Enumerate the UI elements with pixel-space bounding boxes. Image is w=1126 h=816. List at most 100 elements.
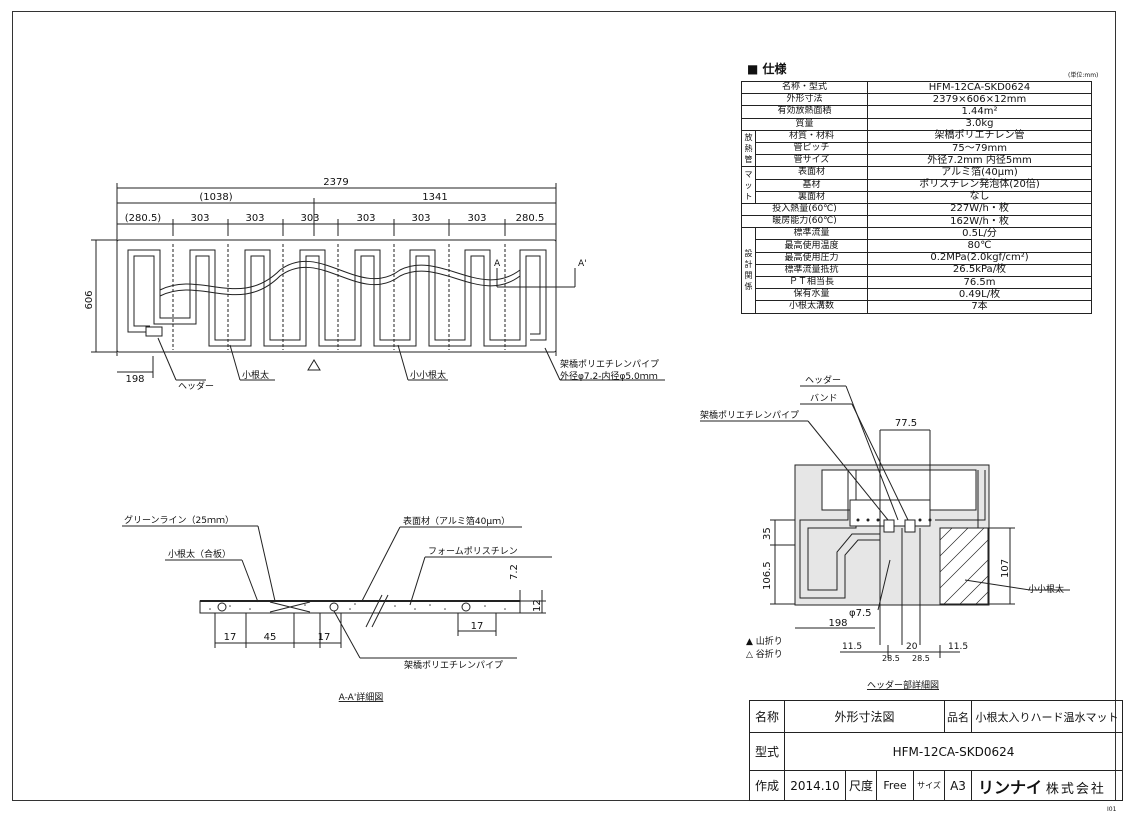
dim-11-5a: 11.5 — [842, 642, 862, 652]
dim-12: 12 — [532, 599, 543, 612]
segment-dim: 303 — [411, 213, 430, 224]
spec-label: 有効放熱面積 — [741, 105, 868, 119]
segment-dim: (280.5) — [125, 213, 162, 224]
spec-label: 裏面材 — [755, 190, 868, 204]
spec-label: 表面材 — [755, 166, 868, 180]
dim-106-5: 106.5 — [762, 561, 773, 590]
company-logo: リンナイ — [978, 777, 1043, 797]
spec-value: なし — [867, 190, 1092, 204]
label-pipe-line1: 架橋ポリエチレンパイプ — [560, 358, 659, 370]
section-mark-a: A — [494, 259, 501, 269]
spec-value: 0.49L/枚 — [867, 288, 1092, 302]
segment-dim: 303 — [300, 213, 319, 224]
spec-group-mat: マット — [741, 166, 756, 204]
label-detail-small-rafter: 小小根太 — [1028, 583, 1064, 595]
dim-total: 2379 — [323, 177, 348, 188]
tb-author-label: 作成 — [749, 770, 785, 801]
company-suffix: 株式会社 — [1045, 781, 1106, 797]
tb-scale-value: Free — [876, 770, 914, 801]
label-detail-header: ヘッダー — [805, 374, 841, 386]
spec-value: 162W/h・枚 — [867, 215, 1092, 229]
dim-28-5a: 28.5 — [882, 654, 900, 663]
tb-model-value: HFM-12CA-SKD0624 — [784, 732, 1123, 771]
spec-value: 75〜79mm — [867, 141, 1092, 156]
dim-28-5b: 28.5 — [912, 654, 930, 663]
spec-label: 暖房能力(60℃) — [741, 215, 868, 229]
spec-value: 80℃ — [867, 239, 1092, 253]
spec-value: 2379×606×12mm — [867, 93, 1092, 107]
segment-dim: 303 — [245, 213, 264, 224]
dim-20: 20 — [906, 642, 918, 652]
title-block: 名称 外形寸法図 品名 小根太入りハード温水マット 型式 HFM-12CA-SK… — [749, 700, 1123, 801]
dim-45: 45 — [264, 632, 277, 643]
tb-date: 2014.10 — [784, 770, 846, 801]
spec-value: HFM-12CA-SKD0624 — [867, 80, 1092, 95]
dim-198: 198 — [828, 618, 847, 629]
tb-size-label: サイズ — [913, 770, 945, 801]
label-rafter-plywood: 小根太（合板） — [168, 548, 231, 560]
header-detail-caption: ヘッダー部詳細図 — [867, 679, 939, 691]
segment-dim: 303 — [356, 213, 375, 224]
spec-label: 外形寸法 — [741, 93, 868, 107]
label-pipe-line2: 外径φ7.2-内径φ5.0ｍｍ — [560, 370, 658, 382]
spec-value: 26.5kPa/枚 — [867, 263, 1092, 278]
legend-valley-fold: △ 谷折り — [746, 648, 783, 660]
label-band: バンド — [810, 393, 837, 404]
tb-name-value: 外形寸法図 — [784, 700, 945, 733]
spec-label: 材質・材料 — [755, 129, 868, 143]
dim-17a: 17 — [224, 632, 237, 643]
dim-11-5b: 11.5 — [948, 642, 968, 652]
legend-mountain-fold: ▲ 山折り — [746, 635, 783, 647]
label-header: ヘッダー — [178, 380, 214, 392]
spec-value: 76.5m — [867, 275, 1092, 290]
spec-label: 名称・型式 — [741, 80, 868, 95]
spec-value: 0.5L/分 — [867, 227, 1092, 241]
spec-label: 標準流量抵抗 — [755, 263, 868, 278]
tb-product-label: 品名 — [944, 700, 972, 733]
dim-17c: 17 — [471, 621, 484, 632]
spec-label: 質量 — [741, 117, 868, 131]
segment-dim: 303 — [467, 213, 486, 224]
spec-label: 投入熱量(60℃) — [741, 202, 868, 217]
spec-value: 0.2MPa(2.0kgf/cm²) — [867, 251, 1092, 265]
spec-value: 1.44m² — [867, 105, 1092, 119]
segment-dim: 280.5 — [516, 213, 545, 224]
spec-title: ■ 仕様 — [747, 62, 787, 76]
tb-size-value: A3 — [944, 770, 972, 801]
label-foam: フォームポリスチレン — [428, 546, 518, 557]
dim-header-offset: 198 — [125, 374, 144, 385]
spec-label: 最高使用圧力 — [755, 251, 868, 265]
spec-label: 管ピッチ — [755, 141, 868, 156]
label-greenline: グリーンライン（25ｍｍ） — [124, 514, 234, 526]
spec-label: 小根太溝数 — [755, 300, 868, 314]
dim-right-group: 1341 — [422, 192, 447, 203]
label-section-pipe: 架橋ポリエチレンパイプ — [404, 659, 503, 671]
spec-unit: (単位:mm) — [1068, 72, 1099, 79]
page-code: I01 — [1107, 806, 1117, 813]
dim-77-5: 77.5 — [895, 418, 917, 429]
dim-height: 606 — [84, 290, 95, 309]
dim-17b: 17 — [318, 632, 331, 643]
spec-value: 7本 — [867, 300, 1092, 314]
spec-group-pipe: 放熱管 — [741, 129, 756, 168]
spec-label: 標準流量 — [755, 227, 868, 241]
spec-value: 外径7.2mm 内径5mm — [867, 154, 1092, 168]
section-mark-a-prime: A' — [578, 259, 587, 269]
tb-scale-label: 尺度 — [845, 770, 877, 801]
label-surface: 表面材（アルミ箔40μｍ） — [403, 515, 510, 527]
spec-label: 管サイズ — [755, 154, 868, 168]
label-rafter: 小根太 — [242, 369, 269, 381]
drawing-frame — [12, 11, 1116, 801]
dim-left-group: (1038) — [199, 192, 232, 203]
spec-label: ＰＴ相当長 — [755, 275, 868, 290]
dim-7-2: 7.2 — [509, 564, 520, 580]
dim-35: 35 — [762, 527, 773, 540]
dim-phi-7-5: φ7.5 — [849, 608, 872, 619]
tb-product-value: 小根太入りハード温水マット — [971, 700, 1123, 733]
spec-value: ポリスチレン発泡体(20倍) — [867, 178, 1092, 192]
spec-label: 基材 — [755, 178, 868, 192]
label-small-rafter: 小小根太 — [410, 369, 446, 381]
segment-dim: 303 — [190, 213, 209, 224]
